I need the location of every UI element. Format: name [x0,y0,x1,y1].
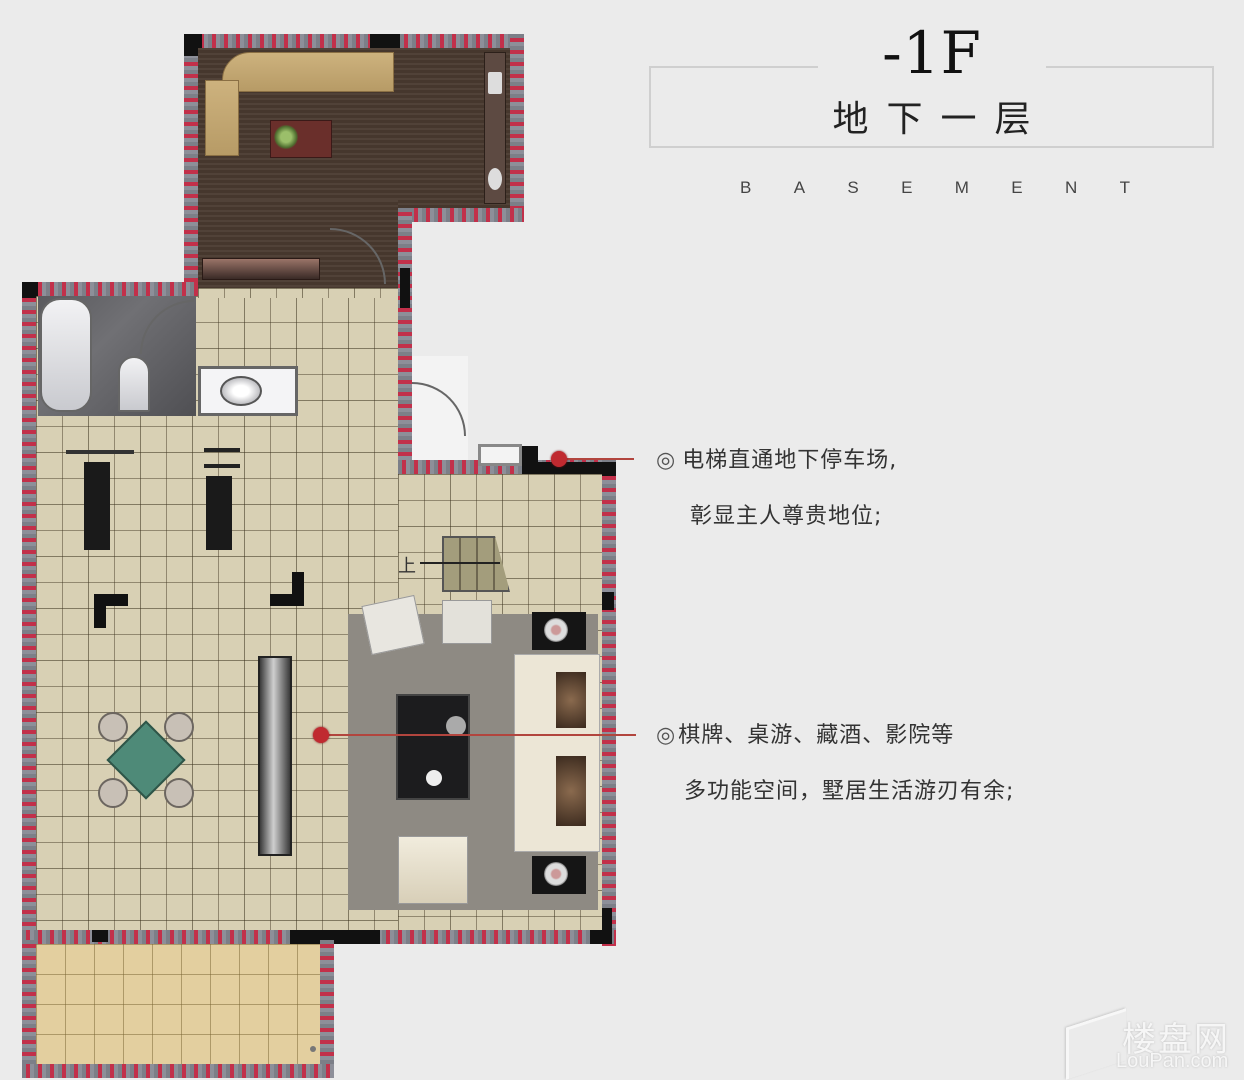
chair [98,778,128,808]
cushion [556,672,586,728]
weight-rack [204,448,240,468]
gym-bar [66,450,134,454]
pillar [400,268,410,308]
wall [22,940,36,1076]
level-name: 地下一层 [832,99,1049,140]
decor-bowl [446,716,466,736]
wall [602,460,616,946]
letter: E [901,178,913,197]
wall [22,282,36,938]
annotation-elevator-line2: 彰显主人尊贵地位; [690,504,883,529]
watermark-logo-en: LouPan.com [1116,1050,1229,1072]
wall [320,940,334,1076]
l-sofa [205,80,239,156]
bullet-circle-icon: ◎ [656,448,677,473]
wall [398,208,524,222]
wall [22,282,198,296]
tv-console [202,258,320,280]
level-code: -1F [882,19,982,87]
sink-icon [220,376,262,406]
letter: B [740,178,752,197]
chair [98,712,128,742]
wine-rack-icon [488,72,502,94]
wall [22,1064,334,1078]
l-sofa [222,52,394,92]
partition-cabinet [258,656,292,856]
title-frame-gap [818,60,1046,72]
lamp-icon [544,618,568,642]
letter: N [1064,178,1078,197]
elevator-shaft [478,444,522,466]
bullet-circle-icon: ◎ [656,723,677,748]
letter: S [847,178,859,197]
callout-line [322,734,636,736]
floor-plan: 上 [22,34,636,1078]
pillar [290,930,380,944]
callout-dot-elevator [551,451,567,467]
chair [164,778,194,808]
pillar [94,594,106,628]
wall [510,34,524,220]
annotation-multifunction-line2: 多功能空间，墅居生活游刃有余; [684,779,1015,804]
callout-line [560,458,634,460]
wall [184,34,198,288]
letter: T [1119,178,1130,197]
pillar [184,34,202,56]
tiled-floor [198,288,398,298]
annotation-multifunction-line1: ◎棋牌、桌游、藏酒、影院等 [656,723,955,748]
letter: M [954,178,969,197]
level-name-english: B A S E M E N T [740,178,1130,198]
cushion [556,756,586,826]
annotation-elevator-line1: ◎电梯直通地下停车场, [656,448,898,473]
armchair [398,836,468,904]
pillar [370,34,400,52]
plant-icon [274,124,298,150]
terrace-floor [36,944,320,1064]
toilet [118,356,150,412]
stair-direction-arrow [420,562,500,564]
flower-icon [426,770,442,786]
ottoman [442,600,492,644]
gym-bench [84,462,110,550]
pillar [22,282,38,298]
callout-dot-multifunction [313,727,329,743]
wine-rack-icon [488,168,502,190]
pillar [292,572,304,606]
bathtub [40,298,92,412]
wall [398,208,412,472]
wall [184,34,524,48]
letter: A [793,178,806,197]
letter: E [1011,178,1023,197]
chair [164,712,194,742]
pillar [522,446,538,474]
stair-label: 上 [398,556,416,577]
weight-bench [206,476,232,550]
floor-drain-icon [310,1046,316,1052]
watermark-logo-cn: 楼盘网 [1122,1020,1230,1060]
lamp-icon [544,862,568,886]
